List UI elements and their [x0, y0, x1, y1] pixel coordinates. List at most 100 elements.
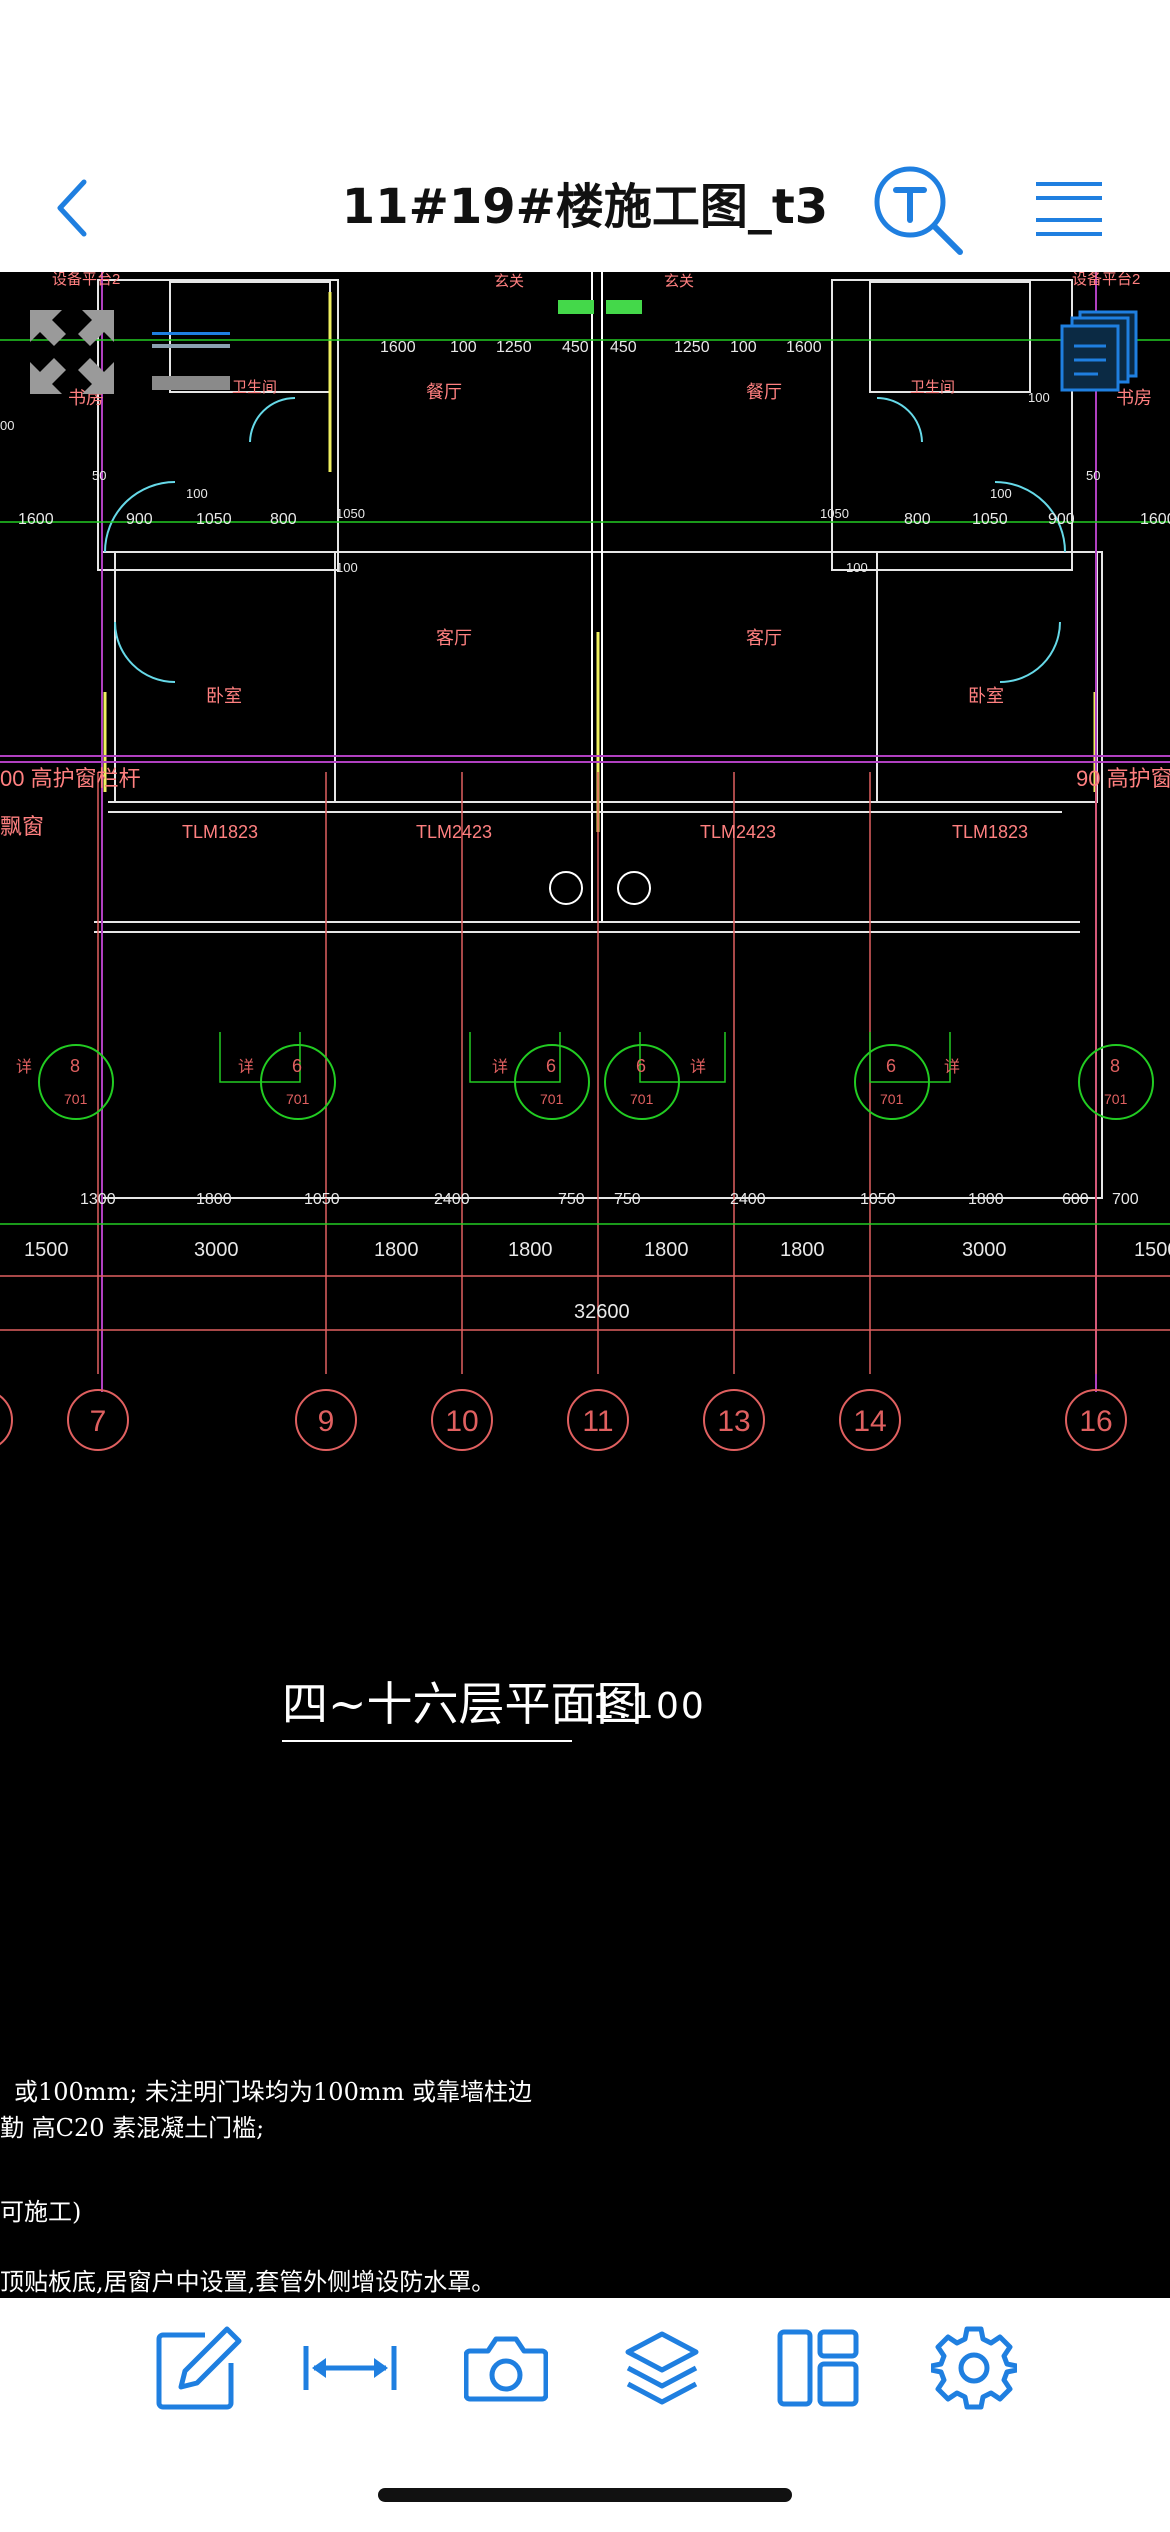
axis-label-9: 9: [318, 1405, 335, 1438]
text-search-button[interactable]: [868, 160, 972, 264]
axis-bubble-partial: [0, 1394, 13, 1446]
detail-callout-2: [260, 1044, 336, 1120]
side-dim-left-4: 800: [270, 511, 297, 528]
callout-4-top: 6: [636, 1056, 646, 1076]
room-study-right: 书房: [1116, 388, 1152, 408]
callout-mark-5: 详: [944, 1058, 960, 1076]
left-unit-wall: [97, 279, 339, 571]
room-living-left: 客厅: [436, 628, 472, 648]
dim-row2-2: 3000: [194, 1239, 239, 1261]
side-dim-right-3: 900: [1048, 511, 1075, 528]
right-unit-wall: [831, 279, 1073, 571]
detail-callout-5: [854, 1044, 930, 1120]
note-line-1: 或100mm; 未注明门垛均为100mm 或靠墙柱边: [14, 2078, 532, 2106]
vert-dim-9: 00: [0, 418, 14, 433]
dim-row2-8: 1500: [1134, 1239, 1170, 1261]
layout-button[interactable]: [770, 2320, 866, 2416]
callout-mark-4: 详: [690, 1058, 706, 1076]
bedroom-right-outline: [876, 551, 1098, 803]
rail-label-left: 00 高护窗栏杆: [0, 766, 141, 791]
top-dim-7: 100: [730, 339, 757, 356]
room-dining-right: 餐厅: [746, 382, 782, 402]
settings-gear-icon: [931, 2326, 1017, 2410]
room-living-right: 客厅: [746, 628, 782, 648]
door-swing-3: [114, 621, 176, 683]
room-equip-right: 设备平台2: [1072, 272, 1140, 288]
layout-panels-icon: [777, 2329, 859, 2407]
plan-scale: 1:100: [592, 1686, 706, 1727]
camera-icon: [464, 2336, 548, 2402]
bedroom-left-outline: [114, 551, 336, 803]
back-button[interactable]: [40, 168, 104, 248]
drain-right: [617, 871, 651, 905]
room-bedroom-right: 卧室: [968, 686, 1004, 706]
dim-row1-6: 750: [614, 1191, 641, 1208]
home-indicator: [378, 2488, 792, 2502]
callout-leader-1: [219, 1032, 301, 1083]
axis-label-16: 16: [1079, 1405, 1112, 1438]
side-dim-left-3: 1050: [196, 511, 232, 528]
door-swing-2: [994, 481, 1066, 553]
menu-button[interactable]: [1028, 172, 1110, 246]
axis-label-7: 7: [90, 1405, 107, 1438]
side-dim-right-1: 800: [904, 511, 931, 528]
rail-label-right: 90 高护窗: [1076, 766, 1170, 791]
text-search-icon: [874, 166, 963, 255]
dim-row2-5: 1800: [644, 1239, 689, 1261]
top-dim-3: 1250: [496, 339, 532, 356]
callout-1-bottom: 701: [64, 1091, 88, 1107]
dim-row2-7: 3000: [962, 1239, 1007, 1261]
layers-button[interactable]: [614, 2320, 710, 2416]
callout-leader-3: [639, 1032, 726, 1083]
chevron-left-icon: [57, 179, 87, 237]
dim-total: 32600: [574, 1301, 630, 1323]
screenshot-button[interactable]: [458, 2320, 554, 2416]
top-dim-8: 1600: [786, 339, 822, 356]
cad-drawing-canvas[interactable]: 餐厅 餐厅 客厅 客厅 卧室 卧室 书房 书房 卫生间 卫生间 设备平台2 设备…: [0, 272, 1170, 2298]
drain-left: [549, 871, 583, 905]
dim-row1-9: 1800: [968, 1191, 1004, 1208]
window-label-left: 飘窗: [0, 814, 44, 839]
measure-button[interactable]: [302, 2320, 398, 2416]
vert-dim-2: 1050: [820, 506, 849, 521]
room-bath-left: 卫生间: [232, 379, 277, 396]
axis-label-13: 13: [717, 1405, 750, 1438]
edit-pencil-icon: [156, 2326, 242, 2410]
dim-row2-4: 1800: [508, 1239, 553, 1261]
dim-row1-11: 700: [1112, 1191, 1139, 1208]
vert-dim-10: 100: [1028, 390, 1050, 405]
settings-button[interactable]: [926, 2320, 1022, 2416]
detail-callout-6: [1078, 1044, 1154, 1120]
detail-callout-3: [514, 1044, 590, 1120]
callout-leader-4: [869, 1032, 951, 1083]
axis-label-11: 11: [582, 1405, 613, 1438]
layers-icon: [625, 2331, 699, 2405]
note-line-4: 顶贴板底,居窗户中设置,套管外侧增设防水罩。: [0, 2268, 496, 2296]
side-dim-right-4: 1600: [1140, 511, 1170, 528]
vert-dim-8: 50: [1086, 468, 1100, 483]
line-weight-icon: [152, 332, 230, 390]
axis-bubble-10: [431, 1389, 493, 1451]
floor-plan-drawing: 餐厅 餐厅 客厅 客厅 卧室 卧室 书房 书房 卫生间 卫生间 设备平台2 设备…: [0, 272, 1170, 1451]
door-swing-4: [999, 621, 1061, 683]
fullscreen-button[interactable]: [22, 302, 122, 402]
callout-5-top: 6: [886, 1056, 896, 1076]
line-weight-button[interactable]: [150, 330, 232, 400]
callout-5-bottom: 701: [880, 1091, 904, 1107]
room-equip-left: 设备平台2: [52, 272, 120, 288]
callout-4-bottom: 701: [630, 1091, 654, 1107]
pages-stack-icon: [1060, 310, 1138, 392]
callout-3-bottom: 701: [540, 1091, 564, 1107]
dim-row1-3: 1050: [304, 1191, 340, 1208]
callout-3-top: 6: [546, 1056, 556, 1076]
hamburger-menu-icon: [1036, 182, 1102, 236]
callout-mark-2: 详: [238, 1058, 254, 1076]
pages-button[interactable]: [1058, 308, 1140, 392]
top-navigation-bar: 11#19#楼施工图_t3: [0, 0, 1170, 272]
note-line-2: 勤 高C20 素混凝土门槛;: [0, 2114, 265, 2142]
annotate-button[interactable]: [150, 2320, 246, 2416]
room-entry-right: 玄关: [664, 273, 694, 290]
axis-label-14: 14: [853, 1405, 886, 1438]
equipment-block-2: [606, 300, 642, 314]
top-dim-5: 450: [610, 339, 637, 356]
